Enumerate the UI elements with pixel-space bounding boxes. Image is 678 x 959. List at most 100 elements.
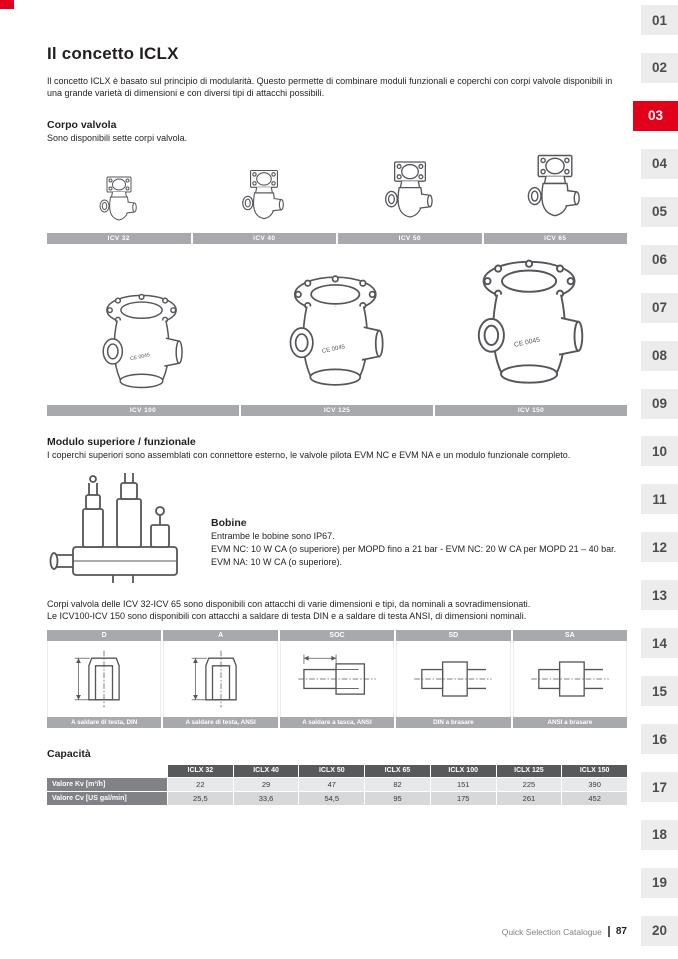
capacity-col-header: ICLX 32 xyxy=(168,765,233,777)
socket-weld-ansi-drawing xyxy=(294,645,380,713)
capacity-col-header: ICLX 150 xyxy=(562,765,627,777)
connection-col-soc: SOC A saldare a tasca, ANSI xyxy=(279,630,395,728)
icv-50-valve-drawing xyxy=(378,158,442,230)
page-title: Il concetto ICLX xyxy=(47,44,179,63)
sidebar-tab-17: 17 xyxy=(641,772,678,802)
connection-type-header: SA xyxy=(512,630,627,641)
bobine-block: Bobine Entrambe le bobine sono IP67. EVM… xyxy=(211,469,616,587)
valve-label: ICV 65 xyxy=(483,233,627,244)
sidebar-tab-20: 20 xyxy=(641,915,678,946)
capacity-col-header: ICLX 125 xyxy=(496,765,562,777)
capacita-heading: Capacità xyxy=(47,748,91,760)
sidebar-tab-11: 11 xyxy=(641,484,678,515)
sidebar-tab-13: 13 xyxy=(641,580,678,611)
icv-65-valve-drawing xyxy=(520,151,590,230)
icv-40-valve-drawing xyxy=(236,167,292,230)
butt-weld-ansi-drawing xyxy=(178,645,264,713)
sidebar-tab-12: 12 xyxy=(641,532,678,563)
valve-label: ICV 32 xyxy=(47,233,191,244)
sidebar-tab-10: 10 xyxy=(641,436,678,467)
capacity-value: 452 xyxy=(562,792,627,805)
page-footer: Quick Selection Catalogue 87 xyxy=(502,926,627,937)
valve-label: ICV 50 xyxy=(338,233,482,244)
capacity-value: 33,6 xyxy=(233,792,299,805)
capacity-value: 82 xyxy=(365,778,430,791)
ansi-braze-drawing xyxy=(527,645,613,713)
connection-types-table: D A saldare di testa, DIN A A saldare di… xyxy=(47,630,627,728)
sidebar-tab-15: 15 xyxy=(641,676,678,707)
valve-cell-icv-50: ICV 50 xyxy=(338,151,482,244)
pilot-module-drawing xyxy=(47,469,197,587)
valve-cell-icv-40: ICV 40 xyxy=(192,151,336,244)
valve-label: ICV 125 xyxy=(241,405,433,416)
page-number: 87 xyxy=(615,926,627,937)
capacity-header-empty xyxy=(47,765,167,777)
capacity-value: 225 xyxy=(496,778,562,791)
corpo-valvola-heading: Corpo valvola xyxy=(47,119,117,131)
valve-label: ICV 100 xyxy=(47,405,239,416)
sidebar-tab-01: 01 xyxy=(641,5,678,35)
sidebar-tab-16: 16 xyxy=(641,724,678,755)
capacity-col-header: ICLX 100 xyxy=(430,765,496,777)
valve-cell-icv-32: ICV 32 xyxy=(47,151,191,244)
valve-label: ICV 40 xyxy=(192,233,336,244)
icv-32-valve-drawing xyxy=(94,174,144,230)
intro-text: Il concetto ICLX è basato sul principio … xyxy=(47,76,613,98)
sidebar-tab-04: 04 xyxy=(641,148,678,179)
connection-drawing-cell xyxy=(512,641,627,717)
footer-divider xyxy=(607,926,610,937)
connection-type-header: SD xyxy=(396,630,511,641)
connection-type-footer: DIN a brasare xyxy=(396,717,511,728)
icv-125-valve-drawing xyxy=(281,272,393,403)
attacchi-line-1: Corpi valvola delle ICV 32-ICV 65 sono d… xyxy=(47,599,531,609)
capacity-value: 29 xyxy=(233,778,299,791)
module-section: Bobine Entrambe le bobine sono IP67. EVM… xyxy=(47,469,627,587)
connection-type-header: A xyxy=(163,630,278,641)
valve-cell-icv-125: ICV 125 xyxy=(241,246,433,416)
sidebar-tab-18: 18 xyxy=(641,819,678,850)
connection-type-footer: A saldare di testa, DIN xyxy=(47,717,162,728)
connection-col-a: A A saldare di testa, ANSI xyxy=(163,630,278,728)
valve-grid-large: ICV 100 ICV 125 ICV 150 xyxy=(47,246,627,416)
connection-type-header: SOC xyxy=(279,630,395,641)
din-braze-drawing xyxy=(410,645,496,713)
capacity-value: 175 xyxy=(430,792,496,805)
capacity-value: 47 xyxy=(299,778,365,791)
butt-weld-din-drawing xyxy=(61,645,147,713)
capacity-value: 95 xyxy=(365,792,430,805)
connection-type-header: D xyxy=(47,630,162,641)
valve-cell-icv-65: ICV 65 xyxy=(483,151,627,244)
sidebar-tab-19: 19 xyxy=(641,867,678,898)
capacity-col-header: ICLX 40 xyxy=(233,765,299,777)
sidebar-tab-02: 02 xyxy=(641,52,678,83)
connection-drawing-cell xyxy=(47,641,162,717)
sidebar-tab-07: 07 xyxy=(641,292,678,323)
modulo-heading: Modulo superiore / funzionale xyxy=(47,436,196,448)
attacchi-paragraph: Corpi valvola delle ICV 32-ICV 65 sono d… xyxy=(47,599,627,622)
corner-accent xyxy=(0,0,14,9)
bobine-line: EVM NA: 10 W CA (o superiore). xyxy=(211,557,343,567)
connection-drawing-cell xyxy=(163,641,278,717)
capacity-value: 261 xyxy=(496,792,562,805)
icv-100-valve-drawing xyxy=(95,291,191,403)
connection-drawing-cell xyxy=(396,641,511,717)
valve-cell-icv-100: ICV 100 xyxy=(47,246,239,416)
capacity-value: 54,5 xyxy=(299,792,365,805)
capacity-value: 25,5 xyxy=(168,792,233,805)
capacity-row-label-cv: Valore Cv [US gal/min] xyxy=(47,792,167,805)
sidebar-tab-05: 05 xyxy=(641,196,678,227)
capacity-row-label-kv: Valore Kv [m³/h] xyxy=(47,778,167,791)
attacchi-line-2: Le ICV100-ICV 150 sono disponibili con a… xyxy=(47,610,527,621)
valve-cell-icv-150: ICV 150 xyxy=(435,246,627,416)
connection-type-footer: ANSI a brasare xyxy=(512,717,627,728)
capacity-value: 151 xyxy=(430,778,496,791)
connection-drawing-cell xyxy=(279,641,395,717)
catalog-page-content: Il concetto ICLX Il concetto ICLX è basa… xyxy=(47,0,627,805)
sidebar-tab-06: 06 xyxy=(641,244,678,275)
sidebar-tab-14: 14 xyxy=(641,628,678,659)
sidebar-tab-08: 08 xyxy=(641,340,678,371)
corpo-valvola-subtitle: Sono disponibili sette corpi valvola. xyxy=(47,133,188,143)
connection-col-sa: SA ANSI a brasare xyxy=(512,630,627,728)
capacity-col-header: ICLX 65 xyxy=(365,765,430,777)
bobine-line: Entrambe le bobine sono IP67. xyxy=(211,531,335,541)
